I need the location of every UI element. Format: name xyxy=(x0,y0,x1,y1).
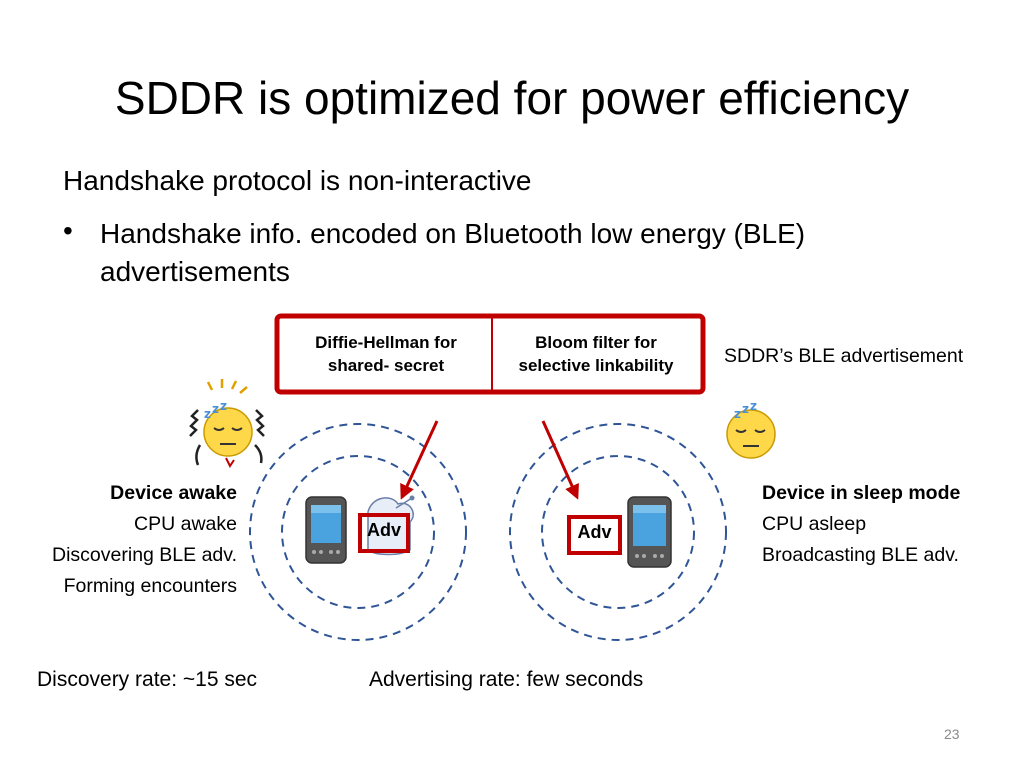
right-device-description: Device in sleep mode CPU asleep Broadcas… xyxy=(762,478,1017,571)
right-phone-icon xyxy=(627,496,672,568)
arrow-to-right-adv xyxy=(541,420,579,500)
right-inner-range-circle xyxy=(541,455,695,609)
discovery-rate: Discovery rate: ~15 sec xyxy=(37,668,258,691)
left-device-line3: Forming encounters xyxy=(63,575,237,597)
svg-text:z: z xyxy=(204,407,211,421)
svg-text:z: z xyxy=(742,402,749,416)
sleeping-emoji-icon: z z z xyxy=(726,399,776,459)
advertisement-caption: SDDR’s BLE advertisement xyxy=(724,345,964,367)
right-device-line2: Broadcasting BLE adv. xyxy=(762,544,959,566)
right-range-circles xyxy=(509,423,727,641)
subheading: Handshake protocol is non-interactive xyxy=(63,165,532,196)
svg-text:z: z xyxy=(220,399,227,413)
slide-title: SDDR is optimized for power efficiency xyxy=(114,72,910,124)
left-adv-box: Adv xyxy=(358,513,410,553)
left-device-description: Device awake CPU awake Discovering BLE a… xyxy=(10,478,237,602)
diffie-hellman-line2: shared- secret xyxy=(327,356,445,375)
bullet-marker: • xyxy=(63,215,73,246)
svg-text:z: z xyxy=(734,407,741,421)
left-inner-range-circle xyxy=(281,455,435,609)
advertising-rate: Advertising rate: few seconds xyxy=(369,668,644,691)
advertisement-box-border xyxy=(274,313,706,395)
left-outer-range-circle xyxy=(249,423,467,641)
left-device-line2: Discovering BLE adv. xyxy=(52,544,237,566)
page-number: 23 xyxy=(944,726,960,742)
diffie-hellman-line1: Diffie-Hellman for xyxy=(315,333,457,352)
right-adv-box: Adv xyxy=(567,515,622,555)
left-range-circles xyxy=(249,423,467,641)
bloom-filter-line1: Bloom filter for xyxy=(535,333,657,352)
right-device-heading: Device in sleep mode xyxy=(762,482,961,504)
bloom-filter-line2: selective linkability xyxy=(518,356,674,375)
left-device-line1: CPU awake xyxy=(134,513,237,535)
svg-text:z: z xyxy=(212,402,219,416)
right-outer-range-circle xyxy=(509,423,727,641)
left-device-heading: Device awake xyxy=(110,482,237,504)
bloom-filter-label: Bloom filter for selective linkability xyxy=(494,331,698,377)
awake-emoji-icon: z z z xyxy=(189,379,265,468)
svg-text:z: z xyxy=(750,399,757,413)
right-device-line1: CPU asleep xyxy=(762,513,867,535)
diffie-hellman-label: Diffie-Hellman for shared- secret xyxy=(282,331,490,377)
bullet-text: Handshake info. encoded on Bluetooth low… xyxy=(100,218,806,287)
arrow-to-left-adv xyxy=(400,420,439,500)
left-phone-icon xyxy=(305,496,347,564)
received-adv-bubble-icon xyxy=(367,495,415,556)
